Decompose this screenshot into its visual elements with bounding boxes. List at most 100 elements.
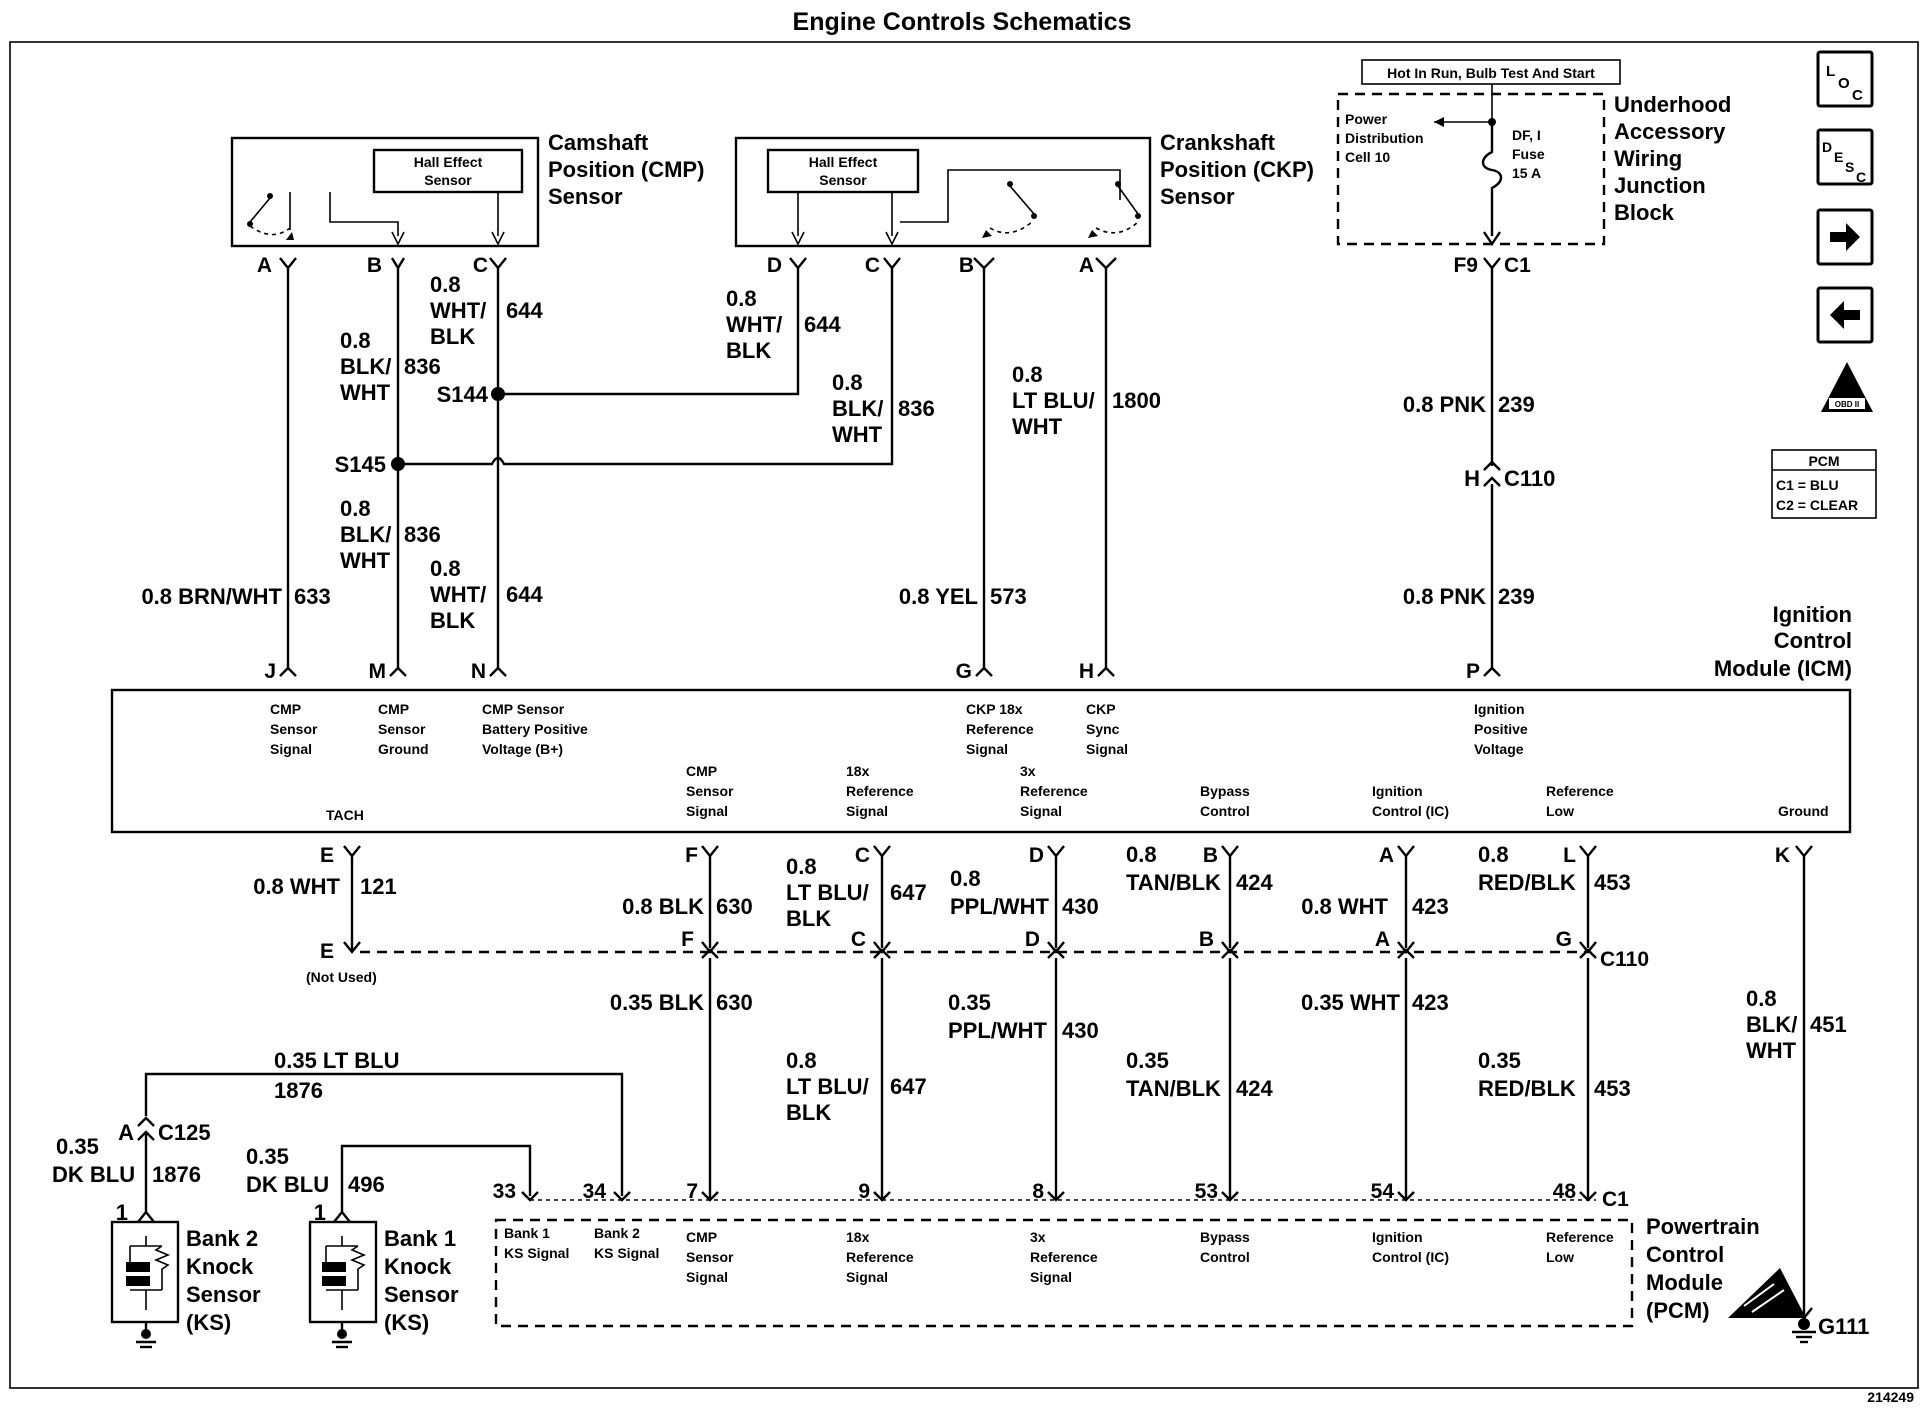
icm-pin-b: B [1203, 844, 1218, 867]
svg-text:G: G [1556, 928, 1572, 951]
svg-text:Positive: Positive [1474, 721, 1528, 737]
svg-text:C: C [851, 928, 866, 951]
diagram-frame [9, 41, 1919, 1389]
wire-label-451: 0.8 BLK/ WHT 451 [1746, 986, 1847, 1063]
svg-text:0.35 WHT: 0.35 WHT [1301, 990, 1401, 1015]
previous-button[interactable] [1816, 286, 1874, 344]
svg-text:DK BLU: DK BLU [246, 1172, 329, 1197]
icm-name: Ignition Control Module (ICM) [1714, 602, 1852, 681]
svg-text:Control (IC): Control (IC) [1372, 803, 1449, 819]
ckp-hall-label: Sensor [819, 172, 867, 188]
svg-text:Bypass: Bypass [1200, 1229, 1250, 1245]
wire-label-644-lower: 0.8 WHT/ BLK 644 [430, 556, 543, 633]
svg-text:C: C [1852, 87, 1863, 104]
svg-text:Ignition: Ignition [1773, 602, 1852, 627]
wire-label-836-lower: 0.8 BLK/ WHT 836 [340, 496, 441, 573]
bank1-ks-pin: 1 [314, 1200, 326, 1225]
svg-text:496: 496 [348, 1172, 385, 1197]
svg-text:KS Signal: KS Signal [504, 1245, 569, 1261]
svg-text:TACH: TACH [326, 807, 364, 823]
wire-836-ckp [398, 268, 894, 466]
svg-text:0.8 PNK: 0.8 PNK [1403, 584, 1486, 609]
svg-text:33: 33 [493, 1180, 516, 1203]
icm-pin-n: N [471, 660, 486, 683]
svg-text:O: O [1838, 75, 1850, 92]
arrow-right-icon [1830, 223, 1860, 251]
svg-text:BLK/: BLK/ [1746, 1012, 1797, 1037]
c110-pin-labels: E F C D B A G C110 (Not Used) [306, 928, 1649, 985]
svg-text:Bypass: Bypass [1200, 783, 1250, 799]
svg-text:CMP: CMP [378, 701, 409, 717]
svg-text:424: 424 [1236, 1076, 1273, 1101]
splice-s144-dot [491, 387, 505, 401]
svg-text:0.8: 0.8 [340, 328, 371, 353]
bank2-knock-sensor-label: Bank 2 Knock Sensor (KS) [186, 1226, 261, 1335]
svg-text:CMP: CMP [686, 763, 717, 779]
icm-pin-d: D [1029, 844, 1044, 867]
svg-text:Wiring: Wiring [1614, 146, 1682, 171]
svg-text:Bank 1: Bank 1 [384, 1226, 456, 1251]
svg-text:430: 430 [1062, 1018, 1099, 1043]
svg-text:KS Signal: KS Signal [594, 1245, 659, 1261]
icm-pin-j: J [264, 660, 276, 683]
svg-text:WHT/: WHT/ [430, 298, 486, 323]
splice-s145-label: S145 [335, 452, 386, 477]
ckp-hall-effect-sensor [766, 148, 920, 194]
svg-text:(KS): (KS) [186, 1310, 231, 1335]
wire-label-239-upper: 0.8 PNK 239 [1403, 392, 1535, 417]
svg-text:644: 644 [506, 582, 543, 607]
cmp-pin-b: B [367, 254, 382, 277]
icm-bottom-connector-symbols [343, 845, 1813, 858]
svg-text:C110: C110 [1504, 466, 1555, 491]
svg-text:WHT: WHT [1012, 414, 1063, 439]
svg-text:Signal: Signal [1020, 803, 1062, 819]
svg-text:Bank 1: Bank 1 [504, 1225, 550, 1241]
svg-text:PCM: PCM [1808, 453, 1839, 469]
svg-text:836: 836 [404, 354, 441, 379]
ckp-pin-d: D [767, 254, 782, 277]
svg-text:0.35 BLK: 0.35 BLK [610, 990, 704, 1015]
ckp-pin-b: B [959, 254, 974, 277]
svg-text:BLK: BLK [786, 906, 831, 931]
wire-label-423-lower: 0.35 WHT 423 [1301, 990, 1449, 1015]
svg-text:(Not Used): (Not Used) [306, 969, 377, 985]
cmp-hall-label: Hall Effect [414, 154, 483, 170]
svg-text:LT BLU/: LT BLU/ [786, 1074, 869, 1099]
svg-text:Signal: Signal [270, 741, 312, 757]
svg-text:0.8: 0.8 [1012, 362, 1043, 387]
svg-text:Sensor: Sensor [686, 783, 734, 799]
svg-text:Control: Control [1200, 803, 1250, 819]
icm-pin-p: P [1466, 660, 1480, 683]
wire-label-453-lower: 0.35 RED/BLK 453 [1478, 1048, 1631, 1101]
svg-text:Sensor: Sensor [686, 1249, 734, 1265]
svg-text:644: 644 [506, 298, 543, 323]
svg-text:OBD II: OBD II [1835, 400, 1859, 409]
obd-ii-icon[interactable]: OBD II [1821, 362, 1873, 412]
svg-text:Control (IC): Control (IC) [1372, 1249, 1449, 1265]
loc-button[interactable]: L O C [1816, 50, 1874, 108]
fuse-icon [1481, 122, 1503, 236]
svg-text:PPL/WHT: PPL/WHT [948, 1018, 1048, 1043]
svg-text:WHT: WHT [832, 422, 883, 447]
svg-text:Junction: Junction [1614, 173, 1706, 198]
connector-c125-symbol [137, 1116, 155, 1141]
svg-text:Sensor: Sensor [384, 1282, 459, 1307]
next-button[interactable] [1816, 208, 1874, 266]
connector-c110-power: H C110 [1464, 460, 1555, 491]
svg-text:CMP: CMP [686, 1229, 717, 1245]
svg-text:573: 573 [990, 584, 1027, 609]
svg-text:Knock: Knock [384, 1254, 452, 1279]
svg-text:Reference: Reference [1546, 783, 1614, 799]
ckp-sensor-name: Crankshaft Position (CKP) Sensor [1160, 130, 1314, 209]
svg-text:Module: Module [1646, 1270, 1723, 1295]
power-distribution-label: Power Distribution Cell 10 [1345, 111, 1424, 165]
svg-text:D: D [1025, 928, 1040, 951]
svg-text:Signal: Signal [686, 803, 728, 819]
svg-text:7: 7 [686, 1180, 698, 1203]
svg-text:TAN/BLK: TAN/BLK [1126, 870, 1221, 895]
svg-text:644: 644 [804, 312, 841, 337]
desc-button[interactable]: D E S C [1816, 128, 1874, 186]
esd-sensitive-icon [1728, 1268, 1806, 1318]
svg-text:Hot In Run, Bulb Test And Star: Hot In Run, Bulb Test And Start [1387, 65, 1595, 81]
